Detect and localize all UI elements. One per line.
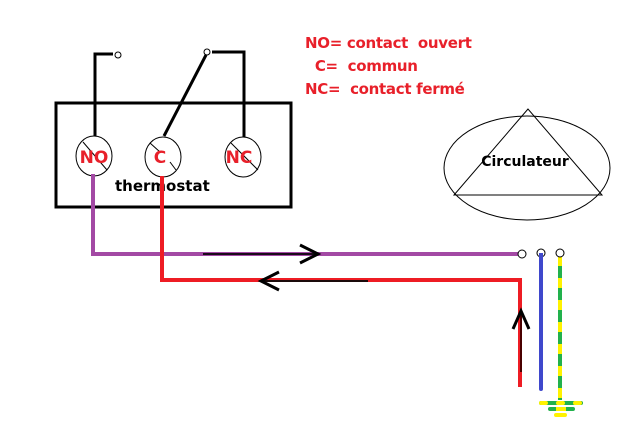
purple-wire [91,174,520,256]
circulator-symbol: Circulateur [443,108,611,221]
terminal-no-label: NO [80,148,109,168]
legend-nc: NC= contact fermé [305,80,465,98]
terminal-c-label: C [154,148,166,168]
circulator-terminal-1 [517,249,527,259]
thermostat-box [54,101,293,209]
terminal-nc: NC [224,136,262,178]
terminal-no: NO [75,135,113,177]
arrow-left-icon [257,270,368,292]
ground-icon [539,401,583,417]
circulator-terminal-3 [555,248,565,258]
terminal-nc-label: NC [226,148,253,168]
legend-no: NO= contact ouvert [305,34,472,52]
arrow-up-icon [511,307,531,372]
circulator-triangle [452,108,604,196]
legend-c: C= commun [305,57,418,75]
arrow-right-icon [203,243,322,265]
circulator-label: Circulateur [481,154,569,170]
switch-blade [162,54,208,137]
legend: NO= contact ouvert C= commun NC= contact… [305,32,472,101]
terminal-c: C [144,136,182,178]
no-contact-point [114,51,122,59]
circulator-ellipse [443,115,611,221]
no-contact-line [93,52,113,136]
nc-contact-line [212,50,246,137]
nc-contact-point [203,48,211,56]
